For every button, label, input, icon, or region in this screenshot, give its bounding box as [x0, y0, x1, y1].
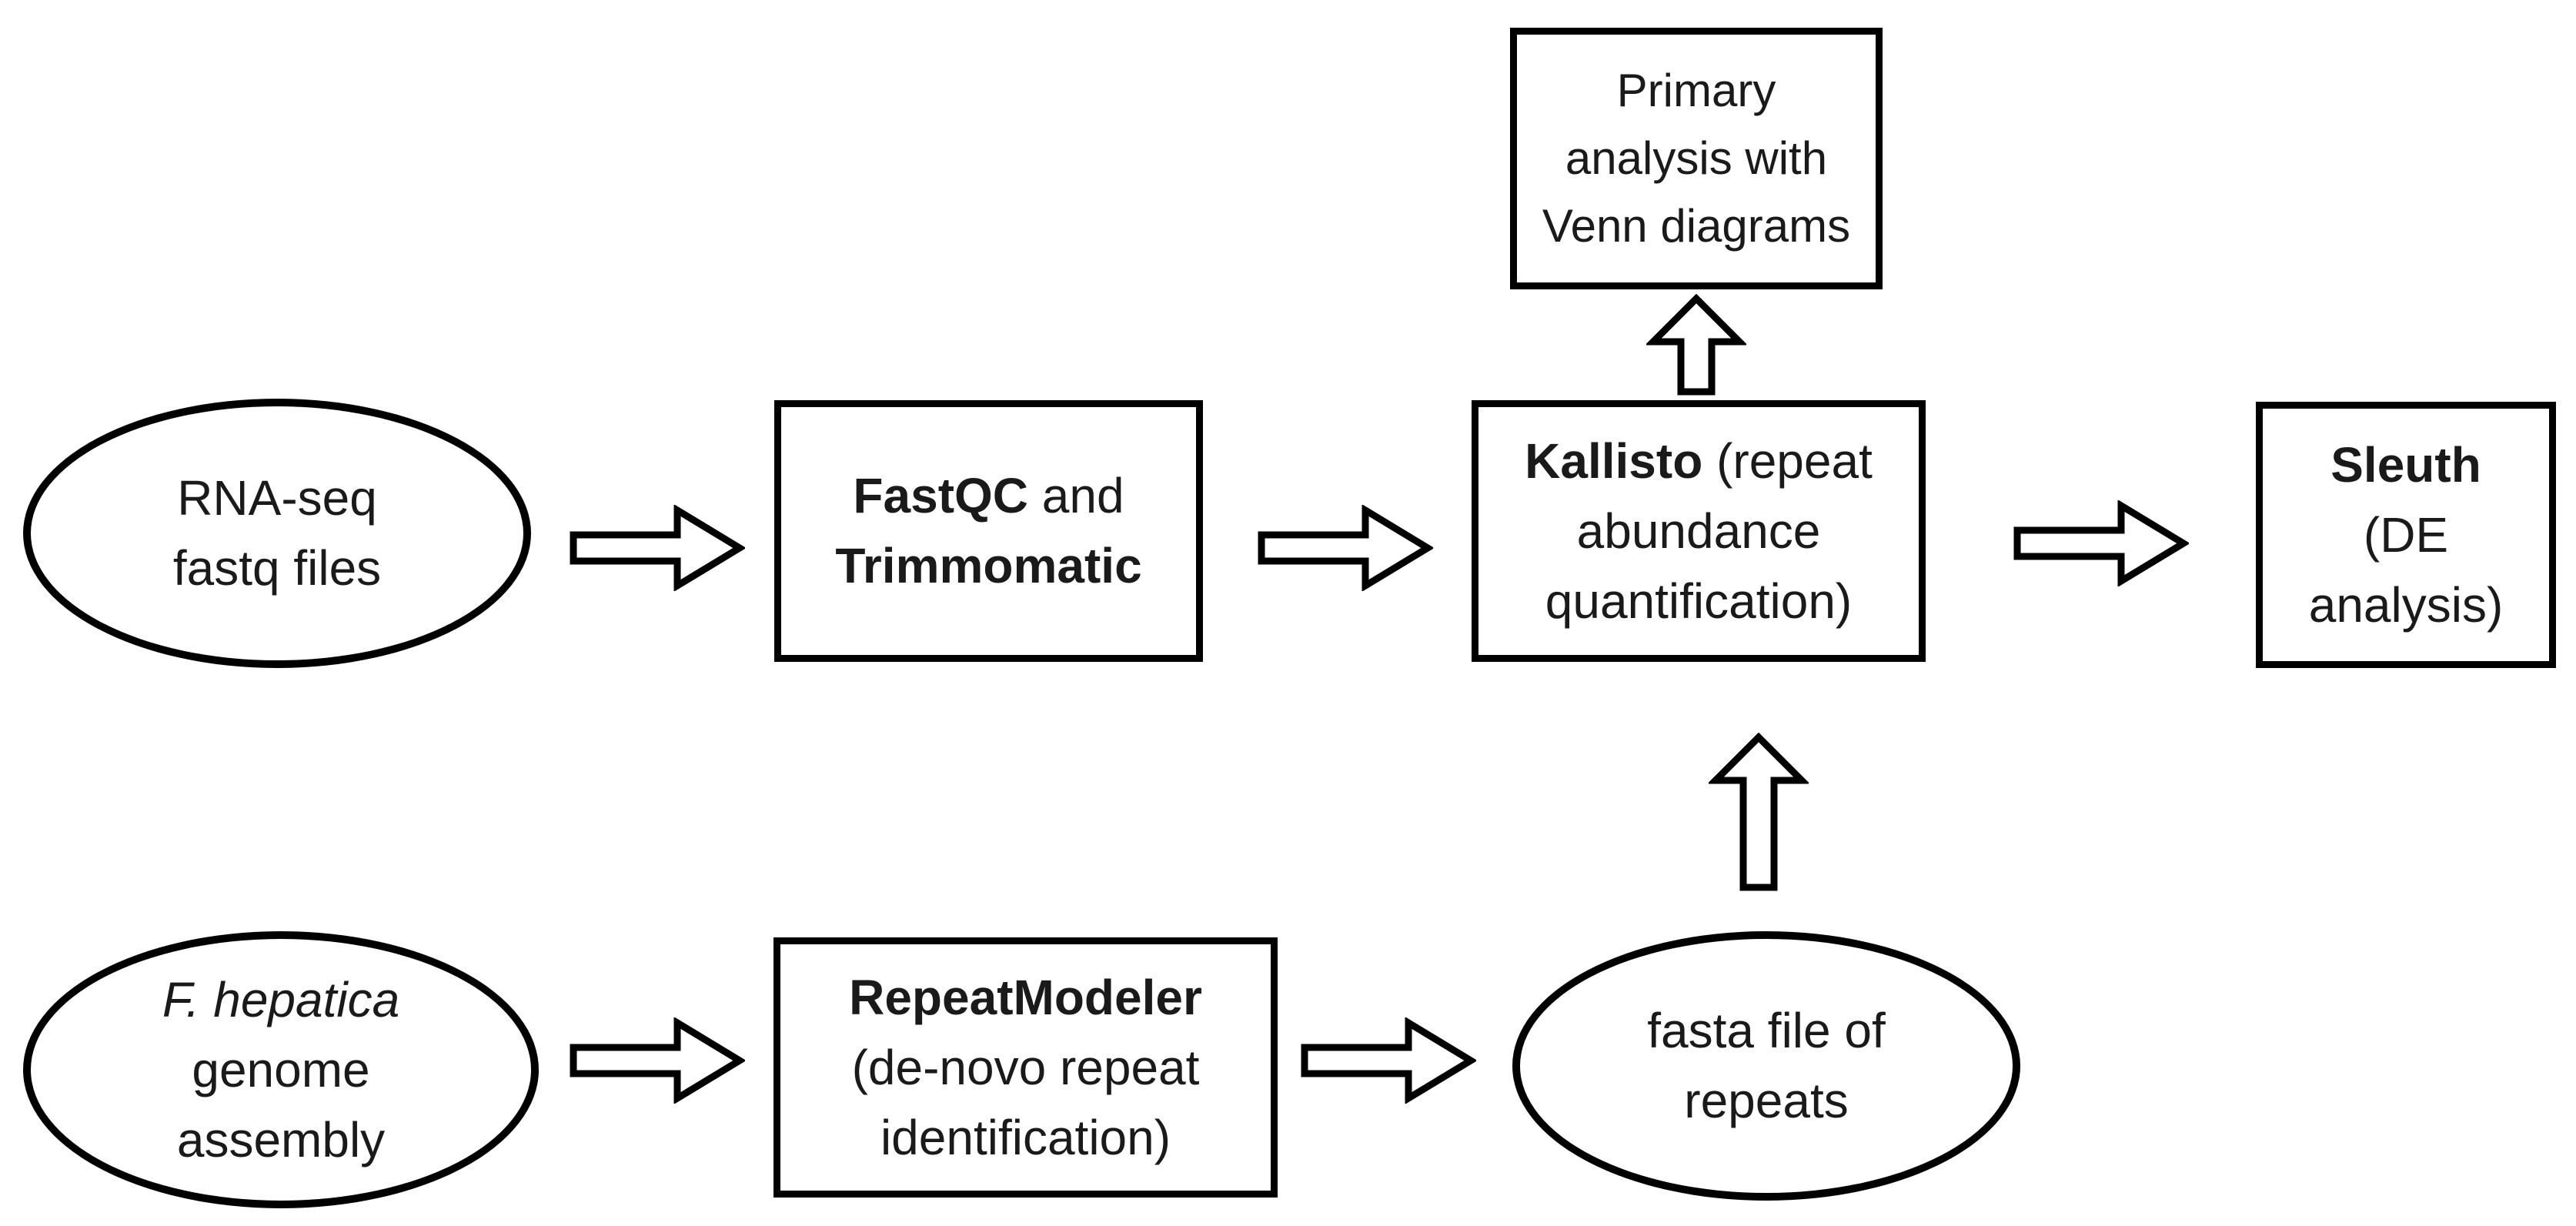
arrow-rnaseq-to-fastqc-icon: [570, 505, 745, 591]
node-label-segment: Kallisto: [1525, 433, 1703, 489]
node-label-segment: FastQC: [853, 468, 1029, 523]
node-label-line: analysis with: [1565, 132, 1828, 184]
node-label-line: (de-novo repeat: [851, 1039, 1200, 1095]
node-kallisto: Kallisto (repeat abundance quantificatio…: [1472, 400, 1926, 662]
node-label-line: RepeatModeler: [849, 963, 1202, 1033]
node-label-segment: and: [1028, 468, 1124, 523]
node-repeatmodeler: RepeatModeler (de-novo repeat identifica…: [773, 937, 1278, 1198]
node-label-segment: Sleuth: [2330, 436, 2481, 493]
node-label-line: RNA-seq: [177, 470, 377, 526]
arrow-kallisto-to-sleuth-icon: [2013, 500, 2189, 586]
node-label-segment: RepeatModeler: [849, 969, 1202, 1025]
node-label-line: quantification): [1545, 573, 1853, 629]
node-label-line: Primary: [1616, 65, 1776, 116]
node-label-line: abundance: [1576, 503, 1821, 559]
node-label-line: analysis): [2308, 576, 2504, 633]
node-fasta-file-of-repeats: fasta file of repeats: [1512, 931, 2020, 1201]
node-label-line: FastQC and: [853, 461, 1124, 531]
arrow-repeatmodeler-to-fasta-icon: [1301, 1017, 1476, 1104]
node-label-line: Kallisto (repeat: [1525, 426, 1873, 496]
node-label-line: identification): [880, 1109, 1171, 1165]
node-label-line: Trimmomatic: [835, 531, 1141, 601]
node-label-line: F. hepatica: [162, 965, 399, 1035]
node-label-line: fastq files: [172, 540, 382, 596]
node-label-segment: F. hepatica: [162, 971, 400, 1027]
node-rnaseq-fastq-files: RNA-seq fastq files: [23, 399, 531, 668]
node-primary-analysis: Primary analysis with Venn diagrams: [1510, 28, 1883, 289]
node-label-line: genome: [192, 1041, 370, 1097]
node-label-line: (DE: [2363, 506, 2449, 563]
node-fastqc-trimmomatic: FastQC and Trimmomatic: [774, 400, 1203, 662]
node-label-line: fasta file of: [1647, 1003, 1886, 1058]
node-label-line: Sleuth: [2330, 430, 2481, 500]
arrow-kallisto-to-primary-icon: [1646, 294, 1746, 396]
node-label-segment: (repeat: [1702, 433, 1873, 489]
arrow-fasta-to-kallisto-icon: [1709, 733, 1809, 891]
node-fhepatica-genome-assembly: F. hepatica genome assembly: [23, 931, 539, 1208]
arrow-fhepatica-to-repeatmodeler-icon: [570, 1017, 745, 1104]
node-label-segment: Trimmomatic: [835, 538, 1142, 593]
node-sleuth: Sleuth (DE analysis): [2256, 402, 2556, 668]
node-label-line: Venn diagrams: [1542, 200, 1851, 252]
node-label-line: repeats: [1684, 1073, 1849, 1128]
arrow-fastqc-to-kallisto-icon: [1258, 505, 1433, 591]
node-label-line: assembly: [176, 1111, 386, 1168]
